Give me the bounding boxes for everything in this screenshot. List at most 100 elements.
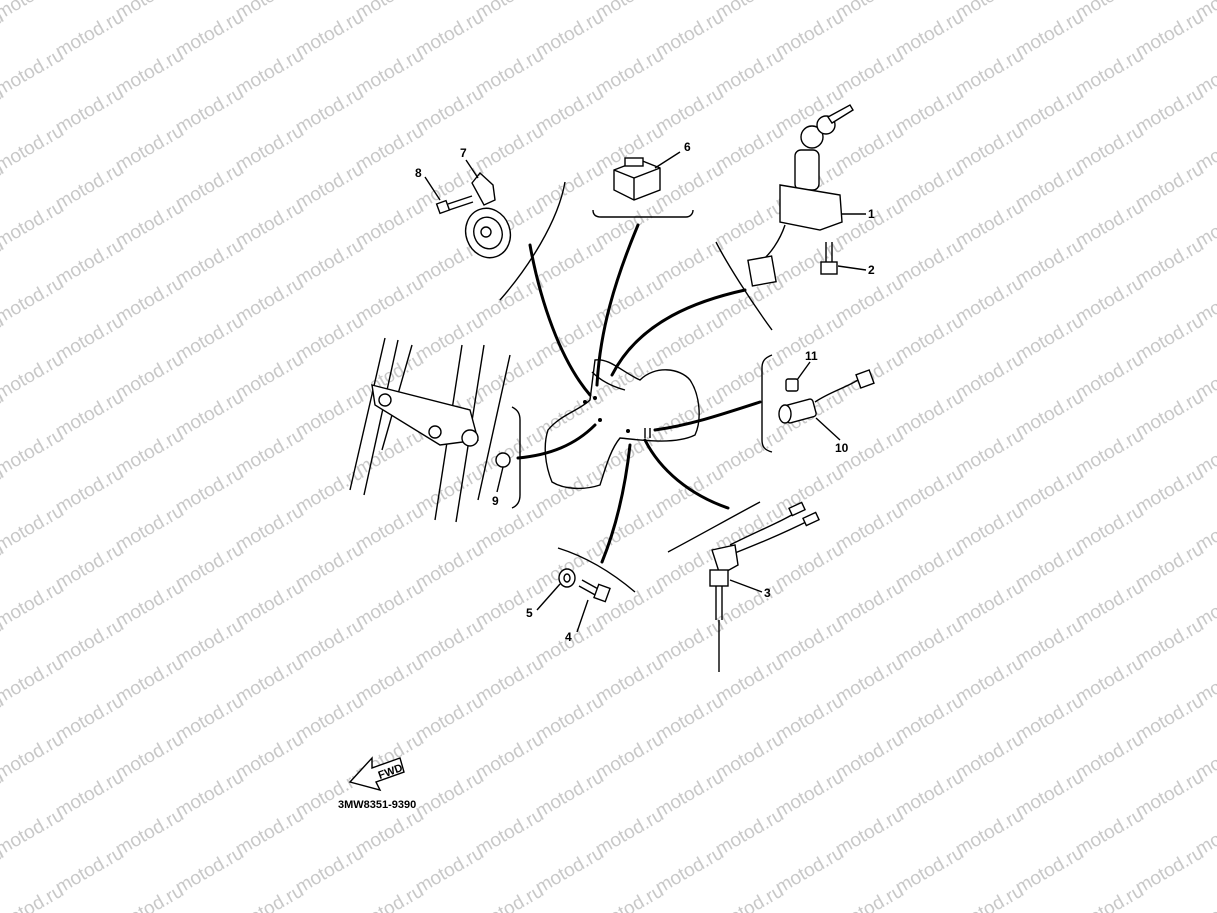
watermark-text: motod.ru (0, 653, 67, 709)
watermark-text: motod.ru (1012, 83, 1087, 139)
watermark-text: motod.ru (532, 767, 607, 823)
watermark-text: motod.ru (352, 501, 427, 557)
watermark-text: motod.ru (832, 501, 907, 557)
callout-7: 7 (460, 146, 467, 160)
watermark-text: motod.ru (292, 387, 367, 443)
watermark-text: motod.ru (1132, 691, 1207, 747)
watermark-text: motod.ru (592, 501, 667, 557)
watermark-text: motod.ru (112, 349, 187, 405)
watermark-text: motod.ru (112, 121, 187, 177)
watermark-text: motod.ru (292, 615, 367, 671)
callout-6: 6 (684, 140, 691, 154)
main-switch-part (747, 104, 854, 287)
watermark-text: motod.ru (0, 425, 67, 481)
sidestand-screw-part (785, 378, 799, 392)
watermark-text: motod.ru (1132, 83, 1207, 139)
watermark-text: motod.ru (112, 197, 187, 253)
callout-8: 8 (415, 166, 422, 180)
watermark-text: motod.ru (712, 881, 787, 913)
watermark-text: motod.ru (172, 83, 247, 139)
watermark-text: motod.ru (1072, 881, 1147, 913)
watermark-text: motod.ru (952, 729, 1027, 785)
watermark-text: motod.ru (832, 45, 907, 101)
watermark-text: motod.ru (1072, 349, 1147, 405)
watermark-text: motod.ru (652, 615, 727, 671)
watermark-text: motod.ru (172, 387, 247, 443)
watermark-text: motod.ru (952, 425, 1027, 481)
watermark-text: motod.ru (1072, 197, 1147, 253)
watermark-text: motod.ru (532, 159, 607, 215)
watermark-text: motod.ru (112, 577, 187, 633)
watermark-text: motod.ru (352, 45, 427, 101)
sidestand-switch-part (778, 369, 875, 424)
callout-4: 4 (565, 630, 572, 644)
watermark-text: motod.ru (832, 197, 907, 253)
watermark-text: motod.ru (892, 615, 967, 671)
watermark-text: motod.ru (412, 7, 487, 63)
watermark-text: motod.ru (472, 729, 547, 785)
watermark-text: motod.ru (1072, 121, 1147, 177)
watermark-text: motod.ru (532, 311, 607, 367)
watermark-text: motod.ru (472, 577, 547, 633)
watermark-text: motod.ru (112, 881, 187, 913)
watermark-text: motod.ru (952, 349, 1027, 405)
watermark-text: motod.ru (172, 235, 247, 291)
watermark-text: motod.ru (0, 121, 67, 177)
watermark-text: motod.ru (472, 653, 547, 709)
watermark-text: motod.ru (532, 83, 607, 139)
watermark-text: motod.ru (712, 45, 787, 101)
watermark-text: motod.ru (1072, 653, 1147, 709)
watermark-text: motod.ru (592, 805, 667, 861)
watermark-text: motod.ru (1012, 691, 1087, 747)
watermark-text: motod.ru (52, 83, 127, 139)
watermark-text: motod.ru (0, 881, 67, 913)
watermark-text: motod.ru (892, 83, 967, 139)
watermark-text: motod.ru (592, 881, 667, 913)
watermark-text: motod.ru (652, 7, 727, 63)
watermark-text: motod.ru (1012, 463, 1087, 519)
watermark-text: motod.ru (232, 121, 307, 177)
watermark-text: motod.ru (292, 311, 367, 367)
watermark-text: motod.ru (472, 273, 547, 329)
motorcycle-outline (544, 359, 700, 490)
watermark-text: motod.ru (1072, 501, 1147, 557)
watermark-text: motod.ru (292, 463, 367, 519)
watermark-text: motod.ru (1012, 387, 1087, 443)
callout-3: 3 (764, 586, 771, 600)
watermark-text: motod.ru (412, 311, 487, 367)
watermark-text: motod.ru (292, 843, 367, 899)
watermark-text: motod.ru (772, 7, 847, 63)
fork-bolt-part (495, 452, 511, 468)
watermark-text: motod.ru (52, 235, 127, 291)
watermark-text: motod.ru (472, 501, 547, 557)
watermark-text: motod.ru (1012, 235, 1087, 291)
watermark-text: motod.ru (892, 843, 967, 899)
watermark-text: motod.ru (1132, 615, 1207, 671)
watermark-text: motod.ru (1012, 615, 1087, 671)
watermark-text: motod.ru (952, 805, 1027, 861)
watermark-text: motod.ru (292, 159, 367, 215)
callout-1: 1 (868, 207, 875, 221)
leader-lines (516, 223, 762, 564)
watermark-text: motod.ru (412, 767, 487, 823)
watermark-text: motod.ru (1132, 387, 1207, 443)
watermark-text: motod.ru (412, 691, 487, 747)
watermark-text: motod.ru (1132, 235, 1207, 291)
watermark-text: motod.ru (232, 425, 307, 481)
watermark-text: motod.ru (172, 539, 247, 595)
watermark-text: motod.ru (112, 653, 187, 709)
watermark-text: motod.ru (1012, 7, 1087, 63)
callout-10: 10 (835, 441, 849, 455)
watermark-text: motod.ru (1072, 45, 1147, 101)
callout-11: 11 (805, 349, 818, 363)
watermark-text: motod.ru (472, 121, 547, 177)
watermark-text: motod.ru (892, 159, 967, 215)
watermark-text: motod.ru (232, 197, 307, 253)
washer-part (558, 568, 576, 588)
watermark-text: motod.ru (472, 805, 547, 861)
watermark-text: motod.ru (532, 463, 607, 519)
watermark-text: motod.ru (52, 311, 127, 367)
watermark-text: motod.ru (1072, 729, 1147, 785)
watermark-text: motod.ru (892, 387, 967, 443)
watermark-text: motod.ru (0, 577, 67, 633)
